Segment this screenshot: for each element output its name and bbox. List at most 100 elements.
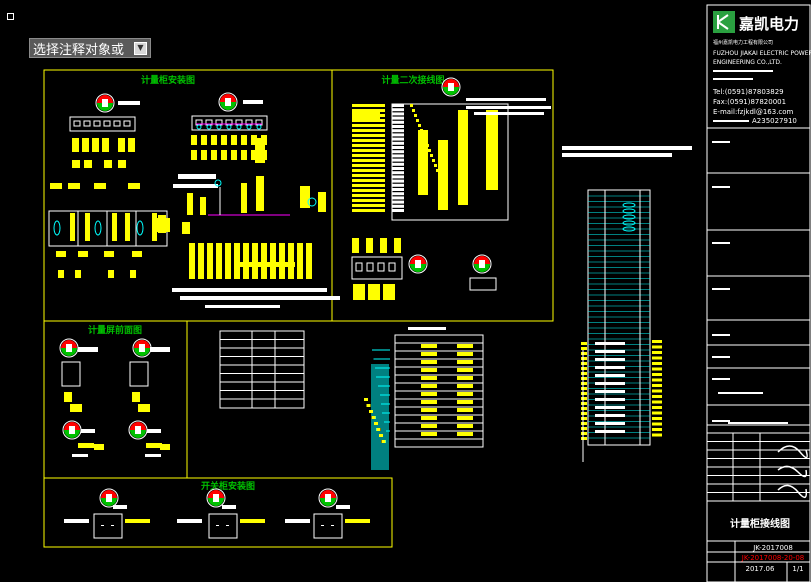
drawing-sheet: 1/1 xyxy=(792,565,803,573)
blk-p2-b-1 xyxy=(368,284,380,300)
terminal-tag-6 xyxy=(379,434,383,437)
meter-sw-2-core xyxy=(325,494,331,502)
tb-p2-diag-3 xyxy=(416,119,419,122)
chevron-down-icon[interactable]: ▼ xyxy=(134,41,147,55)
frames xyxy=(43,4,811,582)
blk-p1-i-1 xyxy=(75,270,81,278)
blk-p3-a-1 xyxy=(132,392,140,402)
blk-p3-d-0 xyxy=(94,444,104,450)
line-sw-c1 xyxy=(345,519,370,523)
blk-p1-a-3 xyxy=(102,138,109,152)
box-sw-2 xyxy=(313,513,343,539)
box-p3-l xyxy=(61,361,81,387)
tall-tag-3 xyxy=(581,357,587,360)
tb-p2-col-3 xyxy=(392,116,404,120)
company-tel: Tel:(0591)87803829 xyxy=(712,88,784,96)
blk-p1-e-6 xyxy=(251,150,257,160)
blk-p3-b-0 xyxy=(70,404,82,412)
tall-tag-r-13 xyxy=(652,411,662,415)
tb-field-0 xyxy=(712,141,730,143)
tall-label-7 xyxy=(595,398,625,401)
tall-ct-4 xyxy=(622,226,636,232)
terminal-y2-2 xyxy=(457,360,473,364)
title-metering-front: 计量屏前面图 xyxy=(88,324,142,336)
annotation-select-label: 选择注释对象或 xyxy=(33,42,125,58)
tb-p2-diag-4 xyxy=(418,124,421,127)
blk-p2-a-3 xyxy=(394,238,401,253)
tb-p2-col-9 xyxy=(392,141,404,145)
stripe-p1-4 xyxy=(225,243,231,279)
tall-tag-r-9 xyxy=(652,389,662,393)
title-metering-cabinet: 计量柜安装图 xyxy=(141,74,195,86)
blk-p1-a-5 xyxy=(128,138,135,152)
tb-p2-col-15 xyxy=(392,167,404,170)
strip-p2-cell-3 xyxy=(388,262,396,272)
tb-p2-col-16 xyxy=(392,171,404,175)
drawing-date: 2017.06 xyxy=(746,565,775,573)
strip-p1-right-dot-4 xyxy=(236,124,242,130)
switchgear-bar-0 xyxy=(70,213,75,241)
tb-p2-diag-12 xyxy=(434,164,437,167)
company-name-sub: 福州嘉凯电力工程有限公司 xyxy=(713,39,773,46)
tb-signature-1 xyxy=(777,465,808,478)
drawing-code: JK-2017008-20-08 xyxy=(741,554,805,562)
panel-metering-secondary xyxy=(331,69,554,322)
tall-label-6 xyxy=(595,390,625,393)
strip-p2-cell-1 xyxy=(366,262,374,272)
terminal-tag-3 xyxy=(371,416,376,419)
tall-label-10 xyxy=(595,422,625,425)
blk-p1-c-1 xyxy=(68,183,80,189)
lab-sw-0 xyxy=(113,505,127,509)
drawing-title: 计量柜接线图 xyxy=(730,517,790,530)
annotation-select[interactable]: 选择注释对象或 ▼ xyxy=(29,38,151,58)
box-p2-c xyxy=(469,277,497,291)
strip-p1-left-cell-0 xyxy=(73,120,81,127)
bar-p2-r1 xyxy=(474,112,544,115)
box-sw-2-dash1 xyxy=(321,525,324,526)
tb-p2-left-12 xyxy=(352,164,385,167)
tall-diagram xyxy=(587,189,651,446)
tb-p2-left-4 xyxy=(352,124,385,127)
tb-p2-col-7 xyxy=(392,133,404,137)
tall-tag-4 xyxy=(581,362,587,365)
switchgear-bar-2 xyxy=(112,213,117,241)
blk-p1-a-2 xyxy=(92,138,99,152)
company-fax: Fax:(0591)87820001 xyxy=(713,98,786,106)
tall-label-11 xyxy=(595,430,625,433)
tb-signature-2 xyxy=(777,484,808,498)
tall-ct-1 xyxy=(622,208,636,214)
tall-label-9 xyxy=(595,414,625,417)
tall-tag-16 xyxy=(581,422,587,425)
stripe-p1-10 xyxy=(279,243,285,279)
tall-tag-r-1 xyxy=(652,345,662,349)
blk-p1-f xyxy=(255,138,265,163)
strip-p1-right-dot-2 xyxy=(216,124,222,130)
switchgear-row xyxy=(48,210,168,247)
terminal-tag-2 xyxy=(369,410,373,413)
blk-p3-c-1 xyxy=(146,443,162,448)
strip-p1-left-cell-5 xyxy=(123,120,131,127)
bar-p1-bottom-0 xyxy=(172,288,327,292)
tall-tag-9 xyxy=(581,387,587,390)
switchgear-bar-1 xyxy=(85,213,90,241)
strip-p1-right-dot-1 xyxy=(206,124,212,130)
tall-label-5 xyxy=(595,382,625,385)
tb-p2-left-20 xyxy=(352,204,385,207)
meter-p2-c-core xyxy=(479,260,485,268)
meter-sw-0-core xyxy=(106,494,112,502)
tb-p2-col-18 xyxy=(392,179,404,183)
box-sw-2-dash2 xyxy=(331,525,334,526)
blk-p1-h-3 xyxy=(132,251,142,257)
switchgear-ct-2 xyxy=(136,220,144,236)
tall-tag-15 xyxy=(581,417,587,420)
terminal-y-6 xyxy=(421,392,437,396)
tb-p2-col-2 xyxy=(392,112,404,116)
tb-p2-left-15 xyxy=(352,179,385,182)
lab-sw-1 xyxy=(222,505,236,509)
strip-p1-left-cell-4 xyxy=(113,120,121,127)
tall-tag-r-10 xyxy=(652,395,662,398)
blk-p1-c-3 xyxy=(128,183,140,189)
tb-p2-col-23 xyxy=(392,200,404,204)
tall-label-8 xyxy=(595,406,625,409)
